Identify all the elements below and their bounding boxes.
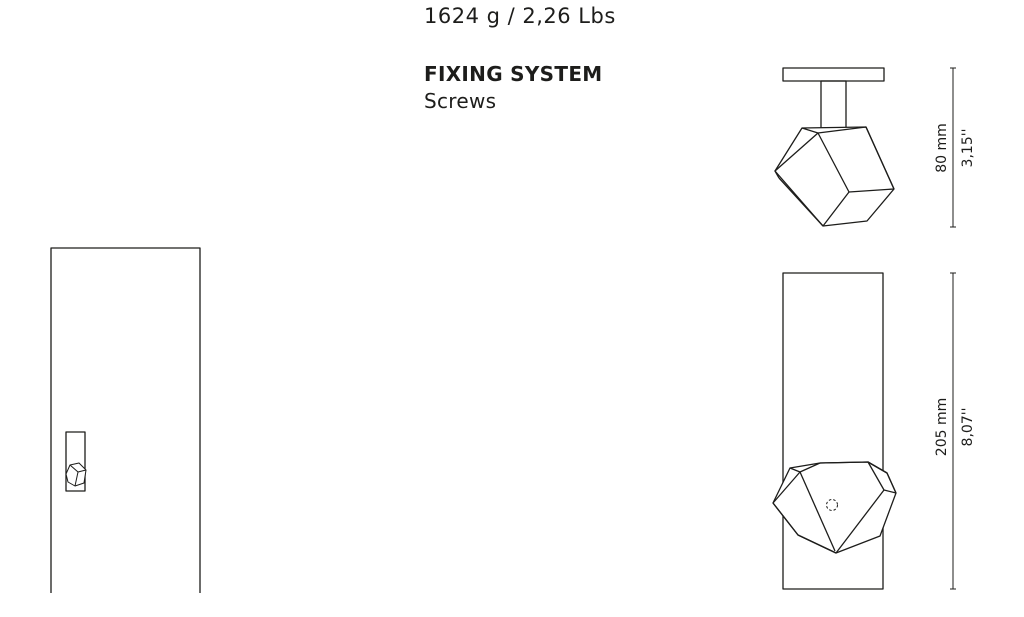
top-view-drawing [774,67,895,227]
wall-plate-front [782,272,884,590]
door-elevation [50,247,201,593]
top-view-metric-label: 80 mm [934,123,950,173]
gem-outline-front [772,461,897,554]
gem-facet-top-1 [774,127,819,179]
gem-facet-front-7 [772,502,837,554]
gem-facet-front-3 [799,471,836,552]
front-view-imperial-label: 8,07'' [960,408,976,447]
wall-plate-top [782,67,885,82]
gem-facet-front-4 [819,461,897,494]
gem-facet-top-4 [778,177,824,227]
arm-top [820,80,847,129]
door-handle-plate [65,431,86,492]
gem-facet-front-6 [835,489,885,554]
gem-facet-top-5 [817,126,895,190]
fixing-system-value: Screws [424,89,497,113]
gem-facet-top-3 [848,188,895,193]
light-source-marker [826,499,838,511]
top-view-imperial-label: 3,15'' [960,129,976,168]
door-outline [50,247,201,593]
gem-facet-front-2 [772,471,801,504]
weight-value: 1624 g / 2,26 Lbs [424,4,616,28]
dimension-lines [950,67,956,590]
front-view-metric-label: 205 mm [934,398,950,456]
fixing-system-label: FIXING SYSTEM [424,62,603,86]
front-view-drawing [772,272,897,590]
door-handle-gem [65,462,87,487]
